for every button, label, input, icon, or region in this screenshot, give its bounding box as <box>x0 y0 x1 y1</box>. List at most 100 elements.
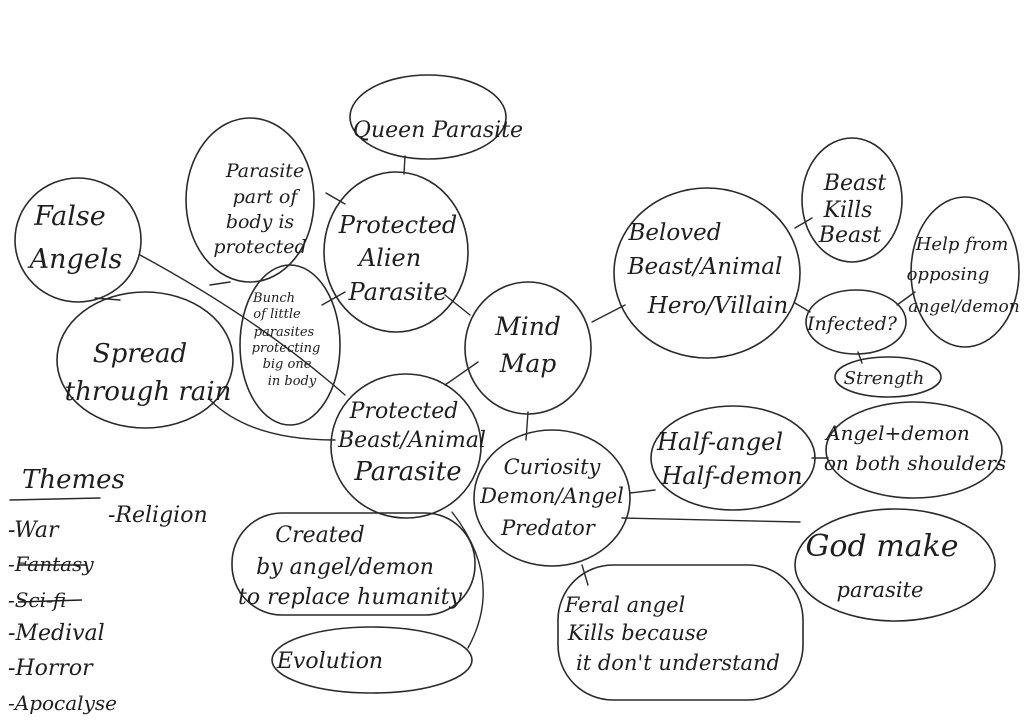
center-line-2: Map <box>499 349 557 378</box>
node-protected-beast-parasite-outline <box>330 373 482 519</box>
shoulders-line-1: Angel+demon <box>824 421 970 445</box>
beast-parasite-line-2: Beast/Animal <box>337 428 486 453</box>
link-infected-help <box>896 291 916 306</box>
themes-extra: -Religion <box>108 503 208 528</box>
beast-parasite-line-3: Parasite <box>353 457 461 487</box>
alien-parasite-line-2: Alien <box>357 244 421 272</box>
node-parasite-part-of-body-outline <box>185 117 315 283</box>
link-beloved-beast-kills <box>794 217 813 229</box>
feral-line-2: Kills because <box>567 621 708 645</box>
node-strength-outline <box>834 356 942 398</box>
themes-item-4: -Medival <box>8 621 105 646</box>
queen-parasite-label: Queen Parasite <box>353 118 523 143</box>
god-line-2: parasite <box>837 578 924 602</box>
shoulders-line-2: on both shoulders <box>824 451 1006 475</box>
created-line-3: to replace humanity <box>238 585 463 610</box>
feral-line-1: Feral angel <box>564 593 685 617</box>
link-beast-parasite-evolution <box>451 511 484 649</box>
themes-item-3-strike <box>17 599 83 603</box>
node-created-outline <box>231 512 476 616</box>
link-center-alien-parasite <box>444 294 471 316</box>
node-bunch-outline <box>239 264 341 426</box>
false-angels-line-2: Angels <box>27 244 123 275</box>
beast-kills-line-2: Kills <box>823 198 873 223</box>
created-line-1: Created <box>275 523 364 548</box>
created-line-2: by angel/demon <box>256 555 434 580</box>
themes-item-5: -Horror <box>8 656 94 681</box>
link-curiosity-feral <box>581 564 589 586</box>
link-center-beast-parasite <box>444 361 479 386</box>
node-outlines <box>14 74 1020 701</box>
themes-item-1: -War <box>8 518 60 543</box>
alien-parasite-line-1: Protected <box>338 211 458 239</box>
false-angels-line-1: False <box>33 201 105 232</box>
node-curiosity-outline <box>473 429 631 567</box>
help-line-3: angel/demon <box>908 297 1019 317</box>
alien-parasite-line-3: Parasite <box>348 278 448 306</box>
beloved-line-2: Beast/Animal <box>627 254 783 280</box>
link-bunch-alien <box>321 291 346 306</box>
node-half-angel-outline <box>650 405 816 511</box>
strength-label: Strength <box>844 368 925 389</box>
beloved-line-1: Beloved <box>627 220 721 246</box>
node-infected-outline <box>805 289 907 355</box>
bunch-line-3: parasites <box>254 325 315 340</box>
spread-line-2: through rain <box>65 377 232 407</box>
node-feral-angel-outline <box>557 564 804 701</box>
node-spread-through-rain-outline <box>56 291 234 429</box>
link-curiosity-half-angel <box>629 489 656 494</box>
node-shoulders-outline <box>825 401 1003 499</box>
help-line-1: Help from <box>915 234 1009 255</box>
node-help-outline <box>910 196 1020 348</box>
beloved-line-3: Hero/Villain <box>647 293 788 319</box>
node-beloved-outline <box>613 187 801 359</box>
bunch-line-2: of little <box>253 307 301 322</box>
spread-line-1: Spread <box>93 339 187 369</box>
themes-list: Themes -War -Religion -Fantasy -Sci-fi -… <box>8 465 208 715</box>
node-evolution-outline <box>271 626 473 694</box>
help-line-2: opposing <box>907 264 990 285</box>
link-false-angels-beast-parasite <box>139 254 346 396</box>
curiosity-line-2: Demon/Angel <box>479 484 624 508</box>
node-false-angels-outline <box>14 177 142 303</box>
link-spread-beast-parasite <box>209 399 336 441</box>
themes-item-2: -Fantasy <box>8 552 94 576</box>
infected-label: Infected? <box>806 313 898 335</box>
node-god-outline <box>794 508 996 622</box>
bunch-line-6: in body <box>268 374 317 389</box>
link-beloved-infected <box>794 302 811 313</box>
themes-title: Themes <box>22 465 125 495</box>
themes-item-6: -Apocalyse <box>8 691 117 715</box>
center-line-1: Mind <box>494 312 561 341</box>
link-parasite-part-spread <box>209 281 231 286</box>
bunch-line-5: big one <box>263 357 312 372</box>
themes-title-underline <box>9 497 101 501</box>
link-parasite-part-alien <box>325 192 346 205</box>
parasite-part-line-2: part of <box>233 186 301 208</box>
curiosity-line-3: Predator <box>500 516 597 540</box>
parasite-part-line-4: protected <box>213 236 306 258</box>
connections <box>94 155 916 649</box>
feral-line-3: it don't understand <box>576 651 780 675</box>
link-queen-alien <box>403 155 406 175</box>
curiosity-line-1: Curiosity <box>504 455 602 479</box>
node-protected-alien-parasite-outline <box>323 171 469 333</box>
god-line-1: God make <box>805 529 958 564</box>
beast-parasite-line-1: Protected <box>349 399 459 424</box>
parasite-part-line-3: body is <box>226 211 295 233</box>
beast-kills-line-1: Beast <box>823 171 887 196</box>
beast-kills-line-3: Beast <box>818 223 882 248</box>
bunch-line-1: Bunch <box>252 291 295 306</box>
node-texts: Mind Map Queen Parasite Protected Alien … <box>27 118 1020 675</box>
node-beast-kills-outline <box>801 137 903 263</box>
evolution-label: Evolution <box>276 649 383 674</box>
bunch-line-4: protecting <box>252 341 321 356</box>
half-angel-line-2: Half-demon <box>660 462 802 490</box>
link-center-beloved <box>591 304 626 323</box>
node-queen-parasite-outline <box>349 74 507 160</box>
half-angel-line-1: Half-angel <box>656 428 783 456</box>
link-center-curiosity <box>525 411 529 441</box>
link-curiosity-god <box>621 517 801 523</box>
node-center-outline <box>464 281 592 415</box>
